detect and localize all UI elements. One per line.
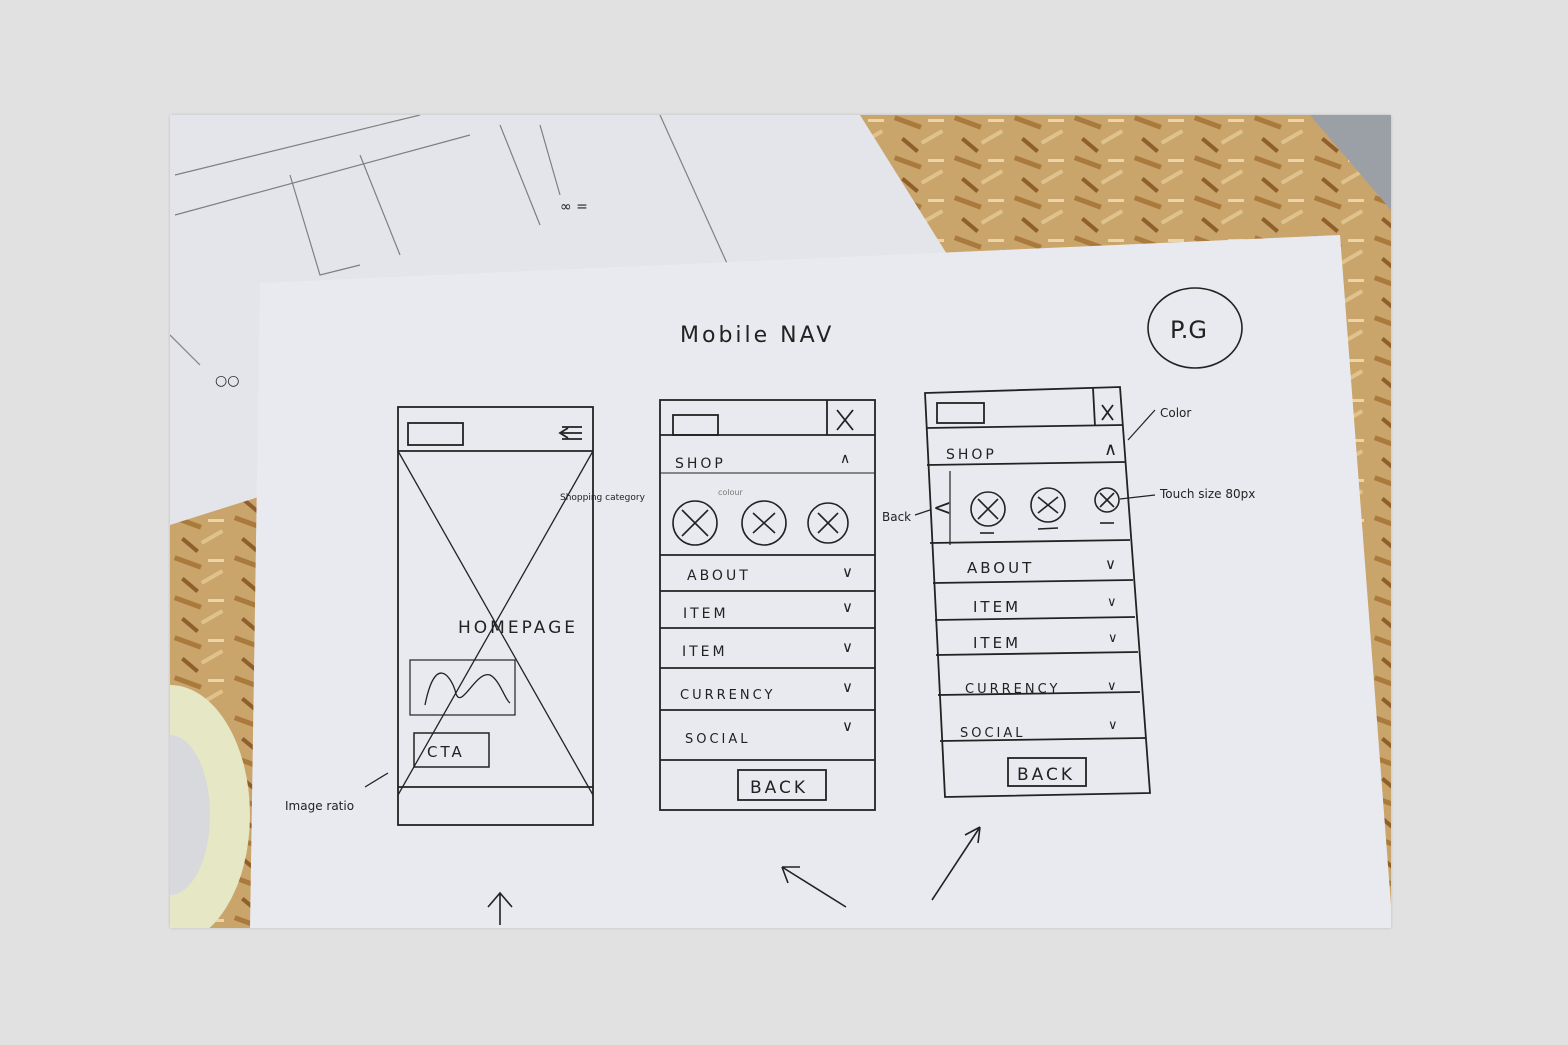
chevron-down-icon[interactable]: ∨ bbox=[1108, 631, 1118, 646]
colour-note: colour bbox=[718, 488, 743, 497]
back-sheet-mark: ∞ = bbox=[560, 199, 588, 215]
section-shop[interactable]: SHOP bbox=[675, 456, 726, 472]
chevron-down-icon[interactable]: ∨ bbox=[1107, 679, 1117, 694]
category-items-scrolled bbox=[970, 487, 1120, 534]
hero-label: HOMEPAGE bbox=[458, 618, 578, 638]
sketch-photo: ∞ = ○○ Mobile NAV P.G HOMEPAGE CTA Image… bbox=[170, 115, 1391, 928]
back-button[interactable]: BACK bbox=[750, 778, 808, 798]
touch-size-pointer bbox=[1119, 494, 1156, 500]
menu-item-item-4[interactable]: ITEM bbox=[973, 634, 1021, 652]
screen-homepage bbox=[397, 406, 594, 826]
category-items bbox=[672, 500, 849, 546]
ruler bbox=[1310, 115, 1391, 210]
color-note: Color bbox=[1160, 406, 1191, 420]
chevron-up-icon[interactable]: ∧ bbox=[840, 451, 850, 467]
menu-item-item-3[interactable]: ITEM bbox=[973, 598, 1021, 616]
back-chevron-icon[interactable]: < bbox=[933, 496, 951, 521]
back-note-pointer bbox=[914, 509, 931, 516]
chevron-down-icon[interactable]: ∨ bbox=[842, 563, 853, 581]
image-ratio-pointer bbox=[364, 772, 389, 788]
tape-roll bbox=[170, 685, 250, 928]
menu-item-item-1[interactable]: ITEM bbox=[683, 606, 729, 622]
initials: P.G bbox=[1170, 316, 1207, 344]
menu-item-currency-2[interactable]: CURRENCY bbox=[965, 682, 1060, 697]
screen-menu bbox=[659, 399, 876, 811]
sketch-title: Mobile NAV bbox=[680, 323, 834, 348]
shopping-category-note: Shopping category bbox=[560, 493, 646, 503]
chevron-down-icon[interactable]: ∨ bbox=[1108, 718, 1118, 733]
chevron-down-icon[interactable]: ∨ bbox=[842, 598, 853, 616]
chevron-down-icon[interactable]: ∨ bbox=[842, 638, 853, 656]
menu-item-social-2[interactable]: SOCIAL bbox=[960, 726, 1026, 741]
back-button-2[interactable]: BACK bbox=[1017, 765, 1075, 785]
color-note-pointer bbox=[1127, 409, 1156, 441]
initials-circle bbox=[1147, 287, 1243, 369]
flow-arrows bbox=[487, 826, 981, 925]
menu-item-item-2[interactable]: ITEM bbox=[682, 644, 728, 660]
close-icon[interactable] bbox=[836, 409, 854, 431]
close-icon[interactable] bbox=[1101, 404, 1114, 421]
touch-size-note: Touch size 80px bbox=[1159, 487, 1255, 501]
chevron-down-icon[interactable]: ∨ bbox=[1105, 555, 1116, 573]
chevron-down-icon[interactable]: ∨ bbox=[842, 678, 853, 696]
cta-button[interactable]: CTA bbox=[427, 743, 465, 761]
chevron-up-icon[interactable]: ∧ bbox=[1104, 439, 1117, 460]
image-ratio-note: Image ratio bbox=[285, 799, 354, 813]
menu-back-icon[interactable] bbox=[558, 426, 582, 440]
main-sheet bbox=[250, 235, 1391, 928]
menu-item-currency[interactable]: CURRENCY bbox=[680, 688, 775, 703]
back-note: Back bbox=[882, 510, 911, 524]
menu-item-social[interactable]: SOCIAL bbox=[685, 732, 751, 747]
chevron-down-icon[interactable]: ∨ bbox=[842, 717, 853, 735]
back-sheet-mark-2: ○○ bbox=[215, 373, 239, 389]
section-shop-2[interactable]: SHOP bbox=[946, 447, 997, 463]
screen-menu-scrolled bbox=[924, 386, 1151, 798]
chevron-down-icon[interactable]: ∨ bbox=[1107, 595, 1117, 610]
menu-item-about-2[interactable]: ABOUT bbox=[967, 559, 1034, 577]
menu-item-about[interactable]: ABOUT bbox=[687, 568, 751, 584]
